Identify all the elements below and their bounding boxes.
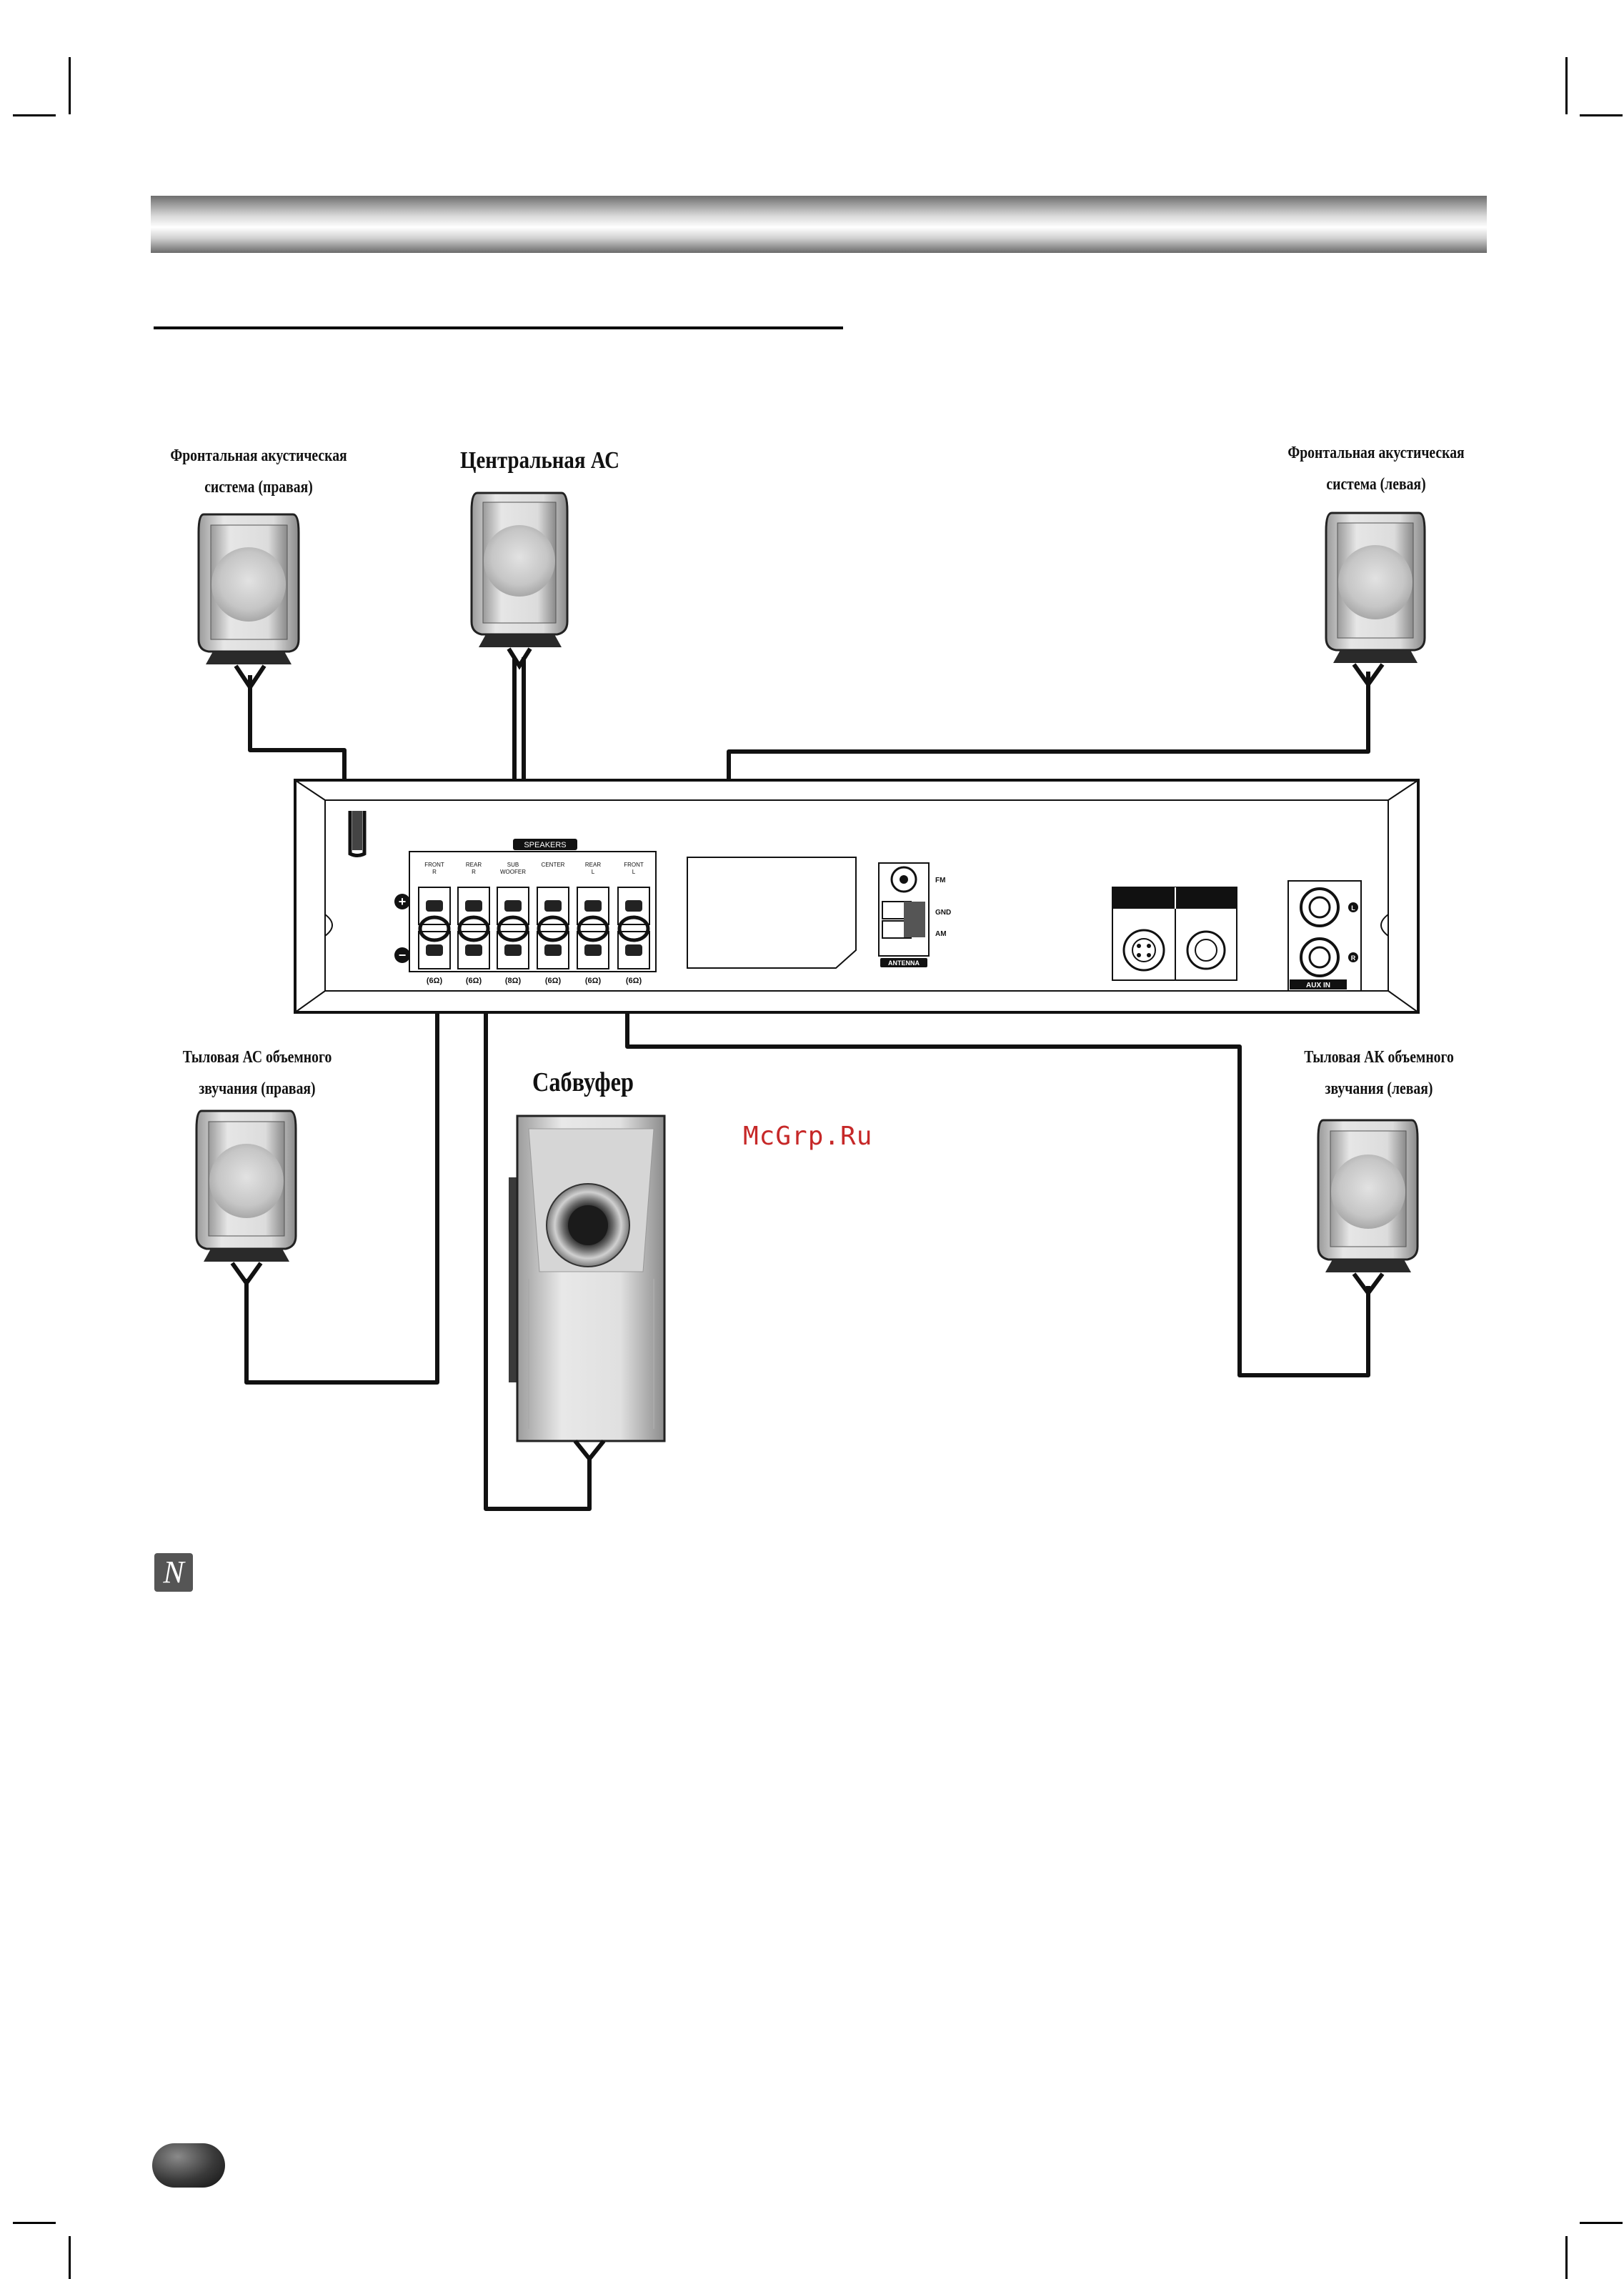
crop-mark bbox=[69, 2236, 71, 2279]
terminal-clip bbox=[465, 944, 482, 956]
center-label: Центральная АС bbox=[460, 447, 620, 474]
svg-text:R: R bbox=[432, 869, 437, 875]
svg-text:SUB: SUB bbox=[507, 862, 519, 868]
terminal-clip bbox=[504, 900, 522, 912]
terminal-clip bbox=[584, 900, 602, 912]
svg-text:REAR: REAR bbox=[585, 862, 601, 868]
svg-text:ANTENNA: ANTENNA bbox=[888, 959, 920, 967]
center-speaker bbox=[470, 492, 569, 670]
svg-text:CENTER: CENTER bbox=[542, 862, 565, 868]
crop-mark bbox=[13, 2222, 56, 2224]
crop-mark bbox=[1565, 57, 1568, 114]
page-number-tab bbox=[152, 2143, 225, 2188]
wire-subwoofer bbox=[484, 943, 592, 1511]
rear-right-speaker bbox=[195, 1109, 297, 1287]
terminal-clip bbox=[465, 900, 482, 912]
antenna-clips bbox=[904, 902, 925, 937]
svg-text:(6Ω): (6Ω) bbox=[626, 977, 642, 985]
svg-text:FRONT: FRONT bbox=[424, 862, 444, 868]
terminal-clip bbox=[625, 900, 642, 912]
watermark: McGrp.Ru bbox=[743, 1122, 873, 1151]
cover-plate bbox=[687, 857, 857, 969]
terminal-clip bbox=[544, 944, 562, 956]
subwoofer-speaker bbox=[509, 1114, 666, 1462]
svg-text:R: R bbox=[472, 869, 476, 875]
impedance-labels: (6Ω) (6Ω) (8Ω) (6Ω) (6Ω) (6Ω) bbox=[427, 977, 642, 985]
crop-mark bbox=[69, 57, 71, 114]
note-icon: N bbox=[154, 1553, 193, 1592]
svg-text:R: R bbox=[1351, 954, 1356, 962]
svg-text:(6Ω): (6Ω) bbox=[585, 977, 602, 985]
terminal-clip bbox=[426, 944, 443, 956]
svg-text:GND: GND bbox=[935, 909, 951, 917]
crop-mark bbox=[1565, 2236, 1568, 2279]
svg-text:(8Ω): (8Ω) bbox=[505, 977, 522, 985]
svg-text:AM: AM bbox=[935, 930, 947, 938]
minus-icon bbox=[394, 947, 410, 963]
speakers-title: SPEAKERS bbox=[524, 841, 566, 849]
svg-text:AUX IN: AUX IN bbox=[1306, 982, 1330, 989]
svg-text:+: + bbox=[399, 894, 407, 909]
svg-text:L: L bbox=[1351, 904, 1355, 912]
crop-mark bbox=[1580, 114, 1623, 116]
wire-rear-right bbox=[244, 943, 439, 1385]
svg-text:FRONT: FRONT bbox=[624, 862, 644, 868]
terminal-clip bbox=[504, 944, 522, 956]
svg-text:FM: FM bbox=[935, 877, 945, 884]
svg-text:−: − bbox=[399, 948, 407, 962]
svg-text:(6Ω): (6Ω) bbox=[545, 977, 562, 985]
terminal-clip bbox=[544, 900, 562, 912]
terminal-clip bbox=[625, 944, 642, 956]
svg-text:REAR: REAR bbox=[466, 862, 482, 868]
svg-text:WOOFER: WOOFER bbox=[500, 869, 526, 875]
rear-left-speaker bbox=[1317, 1119, 1419, 1297]
terminal-clip bbox=[584, 944, 602, 956]
plus-icon bbox=[394, 894, 410, 909]
crop-mark bbox=[13, 114, 56, 116]
crop-mark bbox=[1580, 2222, 1623, 2224]
subwoofer-label: Сабвуфер bbox=[532, 1067, 634, 1097]
svg-text:(6Ω): (6Ω) bbox=[466, 977, 482, 985]
header-bar bbox=[151, 196, 1487, 253]
front-right-speaker bbox=[197, 513, 300, 692]
svg-text:(6Ω): (6Ω) bbox=[427, 977, 443, 985]
section-rule bbox=[154, 326, 843, 329]
terminal-wire-loops bbox=[418, 915, 650, 942]
svg-text:L: L bbox=[592, 869, 595, 875]
wire-rear-left bbox=[625, 950, 1370, 1377]
svg-text:L: L bbox=[632, 869, 636, 875]
terminal-clip bbox=[426, 900, 443, 912]
front-left-speaker bbox=[1325, 512, 1426, 689]
